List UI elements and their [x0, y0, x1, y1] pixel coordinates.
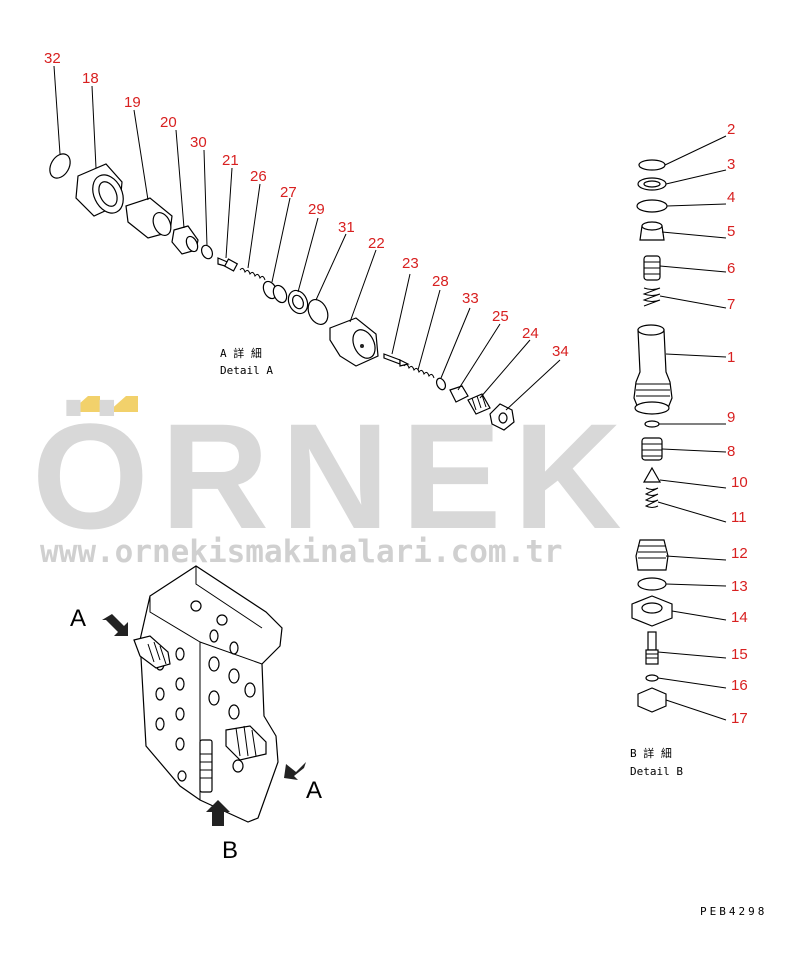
callout-34: 34 [552, 343, 569, 360]
part-14-nut [631, 595, 673, 627]
detail-a-caption-jp: A 詳 細 [220, 346, 262, 360]
part-9-o-ring [644, 420, 660, 428]
arrow-view-b [206, 800, 230, 826]
callout-14: 14 [731, 609, 748, 626]
arrow-view-a-upper [102, 614, 128, 636]
part-20-sleeve [171, 225, 199, 255]
callout-3: 3 [727, 156, 735, 173]
watermark: ÖRNEK www.ornekismakinalari.com.tr [32, 392, 634, 570]
callout-9: 9 [727, 409, 735, 426]
part-13-o-ring [637, 577, 667, 591]
detail-b-callouts: 2 3 4 5 6 7 1 9 8 10 11 12 13 14 15 16 1… [727, 121, 748, 727]
drawing-code: PEB4298 [700, 905, 767, 918]
part-28-spring [403, 363, 435, 379]
callout-2: 2 [727, 121, 735, 138]
part-23-needle [383, 353, 410, 367]
part-7-spring [642, 287, 661, 307]
callout-13: 13 [731, 578, 748, 595]
callout-10: 10 [731, 474, 748, 491]
callout-20: 20 [160, 114, 177, 131]
arrow-view-a-right [284, 762, 306, 780]
callout-26: 26 [250, 168, 267, 185]
part-32-o-ring [49, 153, 71, 179]
valve-a-upper [133, 635, 171, 669]
callout-33: 33 [462, 290, 479, 307]
callout-4: 4 [727, 189, 735, 206]
callout-19: 19 [124, 94, 141, 111]
callout-16: 16 [731, 677, 748, 694]
callout-17: 17 [731, 710, 748, 727]
part-2-o-ring [638, 159, 666, 171]
detail-a-parts [49, 153, 515, 431]
watermark-accent-left [70, 396, 100, 412]
part-31-o-ring [307, 299, 329, 325]
detail-b-caption-en: Detail B [630, 765, 683, 778]
callout-8: 8 [727, 443, 735, 460]
part-30-washer [200, 244, 214, 260]
callout-29: 29 [308, 201, 325, 218]
callout-25: 25 [492, 308, 509, 325]
block-ports [155, 600, 256, 782]
part-8-seat [641, 437, 663, 461]
part-6-piston [643, 255, 661, 281]
callout-24: 24 [522, 325, 539, 342]
part-34-lock-nut [489, 403, 515, 431]
valve-b [199, 739, 213, 793]
callout-12: 12 [731, 545, 748, 562]
callout-28: 28 [432, 273, 449, 290]
callout-1: 1 [727, 349, 735, 366]
callout-31: 31 [338, 219, 355, 236]
part-22-valve-body [329, 317, 379, 367]
detail-a-leaders [53, 65, 561, 411]
part-26-spring [239, 267, 266, 281]
callout-30: 30 [190, 134, 207, 151]
part-24-adjust-screw [467, 393, 491, 415]
watermark-url: www.ornekismakinalari.com.tr [40, 534, 563, 570]
callout-27: 27 [280, 184, 297, 201]
part-27-piston [262, 280, 288, 304]
valve-block-assembly [133, 565, 283, 823]
part-5-cap [639, 221, 665, 241]
part-15-adjust-screw [645, 631, 659, 665]
callout-11: 11 [731, 509, 747, 526]
callout-23: 23 [402, 255, 419, 272]
part-17-lock-nut [637, 687, 667, 713]
watermark-brand: ÖRNEK [32, 392, 634, 560]
part-19-spool [125, 197, 173, 239]
part-3-backup-ring [637, 177, 667, 191]
part-16-o-ring [645, 674, 659, 682]
valve-a-lower [225, 725, 267, 761]
view-marker-b: B [222, 837, 238, 864]
part-33-ball [435, 377, 447, 391]
detail-b-leaders [657, 135, 727, 721]
callout-7: 7 [727, 296, 735, 313]
part-25-seat [449, 385, 469, 403]
callout-21: 21 [222, 152, 239, 169]
part-11-spring [644, 487, 659, 508]
part-12-plug [635, 539, 669, 571]
part-29-ring [287, 289, 309, 315]
detail-a-caption-en: Detail A [220, 364, 273, 377]
callout-22: 22 [368, 235, 385, 252]
callout-5: 5 [727, 223, 735, 240]
detail-b-parts [631, 159, 673, 713]
part-1-main-body [633, 324, 673, 415]
callout-18: 18 [82, 70, 99, 87]
part-10-poppet [642, 466, 662, 483]
callout-6: 6 [727, 260, 735, 277]
watermark-accent-right [108, 396, 138, 412]
part-21-pin [217, 257, 239, 272]
part-4-o-ring [636, 199, 668, 213]
detail-b-caption-jp: B 詳 細 [630, 746, 672, 760]
detail-a-callouts: 32 18 19 20 30 21 26 27 29 31 22 23 28 3… [44, 50, 569, 360]
callout-32: 32 [44, 50, 61, 67]
part-18-threaded-body [75, 163, 124, 217]
view-marker-a-right: A [306, 777, 322, 804]
view-marker-a-upper: A [70, 605, 86, 632]
callout-15: 15 [731, 646, 748, 663]
